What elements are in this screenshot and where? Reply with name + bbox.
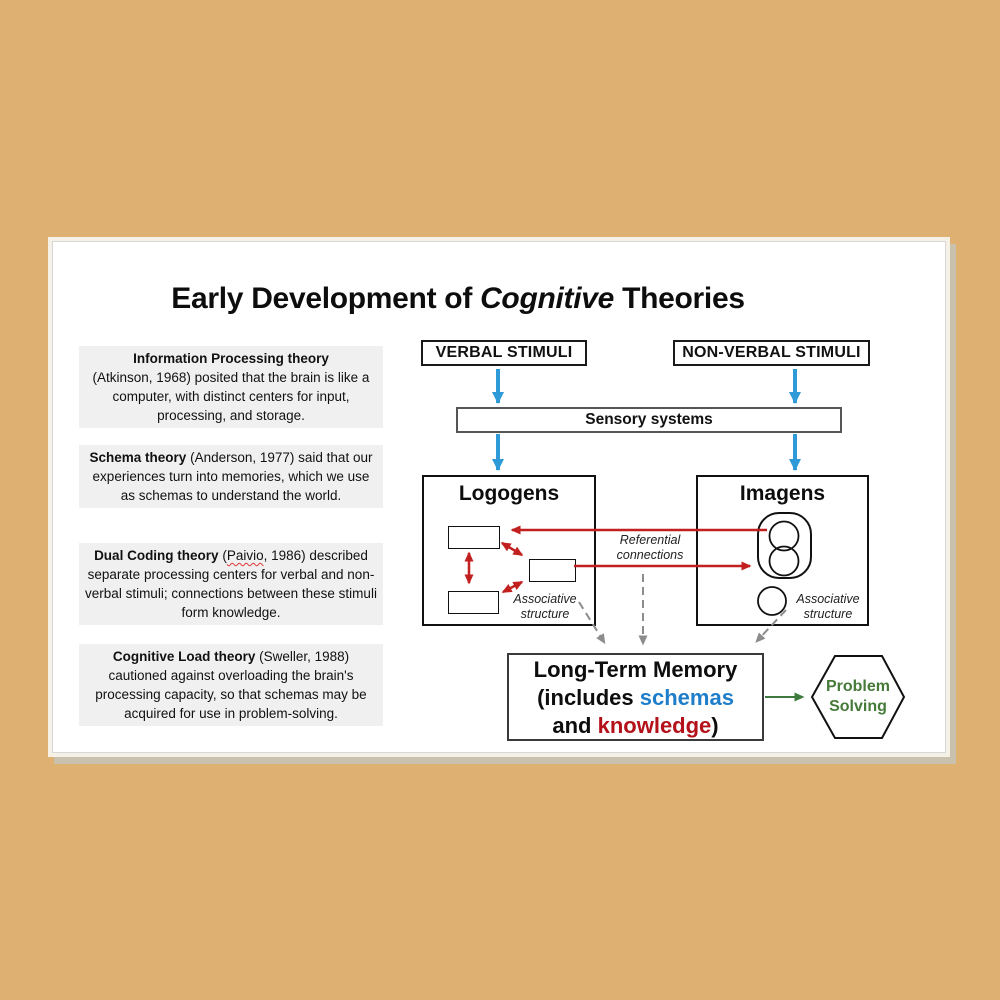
theory-box-information-processing: Information Processing theory (Atkinson,… — [79, 346, 383, 428]
title-pre: Early Development of — [171, 282, 481, 315]
theory-lead: Information Processing theory — [133, 351, 329, 366]
title-post: Theories — [614, 282, 745, 315]
nonverbal-stimuli-label: NON-VERBAL STIMULI — [682, 344, 861, 361]
nonverbal-stimuli-box: NON-VERBAL STIMULI — [673, 340, 870, 366]
ltm-line3-post: ) — [711, 713, 719, 738]
sensory-systems-label: Sensory systems — [585, 411, 713, 428]
referential-connections-label: Referential connections — [616, 533, 684, 562]
verbal-stimuli-label: VERBAL STIMULI — [435, 344, 573, 361]
ltm-schemas-word: schemas — [639, 685, 734, 710]
theory-lead: Dual Coding theory — [94, 548, 219, 563]
logogen-node — [448, 591, 499, 614]
logogen-node — [448, 526, 500, 549]
logogen-node — [529, 559, 576, 582]
ltm-line3: and knowledge) — [509, 712, 762, 740]
ltm-line2: (includes schemas — [509, 684, 762, 712]
theory-lead: Cognitive Load theory — [112, 649, 256, 664]
theory-box-dual-coding: Dual Coding theory (Paivio, 1986) descri… — [79, 543, 383, 625]
sensory-systems-box: Sensory systems — [456, 407, 842, 433]
theory-text: (Sweller, 1988) cautioned against overlo… — [95, 649, 367, 721]
theory-lead: Schema theory — [89, 450, 187, 465]
associative-structure-label-imagens: Associative structure — [796, 592, 860, 621]
ltm-knowledge-word: knowledge — [597, 713, 712, 738]
long-term-memory-box: Long-Term Memory (includes schemas and k… — [507, 653, 764, 741]
theory-text: (Atkinson, 1968) posited that the brain … — [92, 370, 370, 423]
theory-text: (Anderson, 1977) said that our experienc… — [92, 450, 373, 503]
ltm-line3-pre: and — [552, 713, 598, 738]
slide: Early Development of Cognitive Theories … — [52, 241, 946, 753]
page-title: Early Development of Cognitive Theories — [73, 282, 843, 316]
slide-frame: Early Development of Cognitive Theories … — [48, 237, 950, 757]
associative-structure-label-logogens: Associative structure — [513, 592, 577, 621]
theory-box-cognitive-load: Cognitive Load theory (Sweller, 1988) ca… — [79, 644, 383, 726]
logogens-title: Logogens — [458, 482, 560, 505]
problem-solving-label: Problem Solving — [825, 678, 890, 715]
ltm-line2-pre: (includes — [537, 685, 640, 710]
theory-text: ( — [222, 548, 227, 563]
title-italic-word: Cognitive — [480, 282, 615, 315]
misspelled-word: Paivio — [226, 548, 264, 563]
theory-text: , 1986) described separate processing ce… — [85, 548, 377, 620]
theory-box-schema: Schema theory (Anderson, 1977) said that… — [79, 445, 383, 508]
ltm-line1: Long-Term Memory — [533, 657, 738, 682]
verbal-stimuli-box: VERBAL STIMULI — [421, 340, 587, 366]
imagens-title: Imagens — [739, 482, 826, 505]
